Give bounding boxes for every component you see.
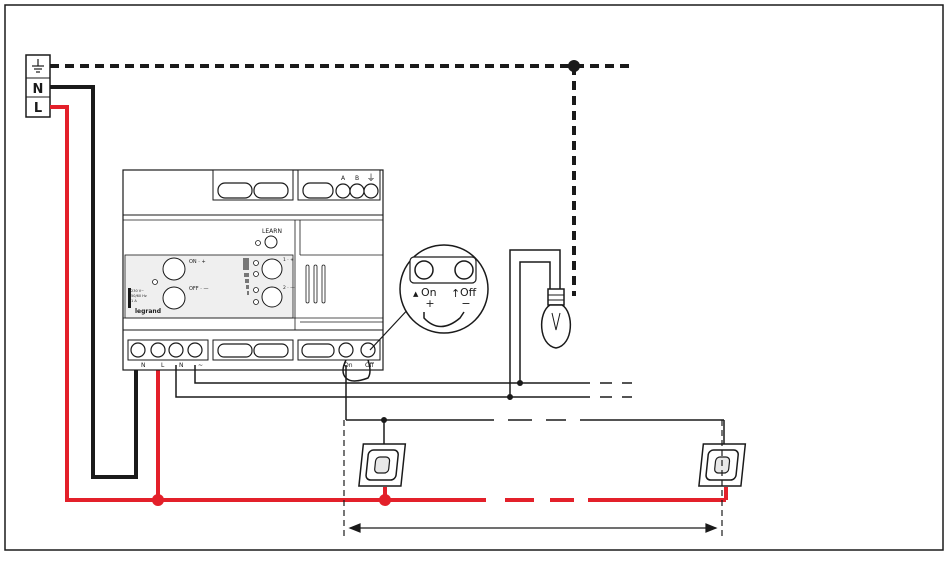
- brand-logo: legrand: [135, 308, 161, 315]
- callout-arrow-on: ▲: [413, 290, 419, 298]
- bottom-label-n1: N: [141, 362, 146, 369]
- bus-terminal-a: [336, 184, 350, 198]
- status-led: [153, 280, 158, 285]
- supply-terminal-block: N L: [26, 55, 50, 117]
- off-button[interactable]: [163, 287, 185, 309]
- callout-terminal-on: [415, 261, 433, 279]
- channel-led-4: [254, 300, 259, 305]
- switch-junction-node: [381, 417, 387, 423]
- terminal-n-out: [169, 343, 183, 357]
- channel-2-button[interactable]: [262, 287, 282, 307]
- channel-led-2: [254, 272, 259, 277]
- channel-1-button[interactable]: [262, 259, 282, 279]
- load-junction-node-1: [507, 394, 513, 400]
- din-module: A B ⏚ LEARN ON · + OFF · — 230 V~ 50/60 …: [123, 170, 383, 370]
- terminal-off: [361, 343, 375, 357]
- channel-led-1: [254, 261, 259, 266]
- on-plus-label: ON · +: [189, 259, 206, 265]
- bottom-label-n2: N: [179, 362, 184, 369]
- terminal-callout: ▲ On ↑ Off + −: [370, 245, 488, 350]
- bus-terminal-b: [350, 184, 364, 198]
- line-terminal-label: L: [34, 101, 42, 116]
- live-junction-node-2: [379, 494, 391, 506]
- channel-led-3: [254, 288, 259, 293]
- callout-arrow-off: ↑: [451, 287, 460, 300]
- spec-line-1: 230 V~: [131, 289, 144, 293]
- terminal-n-in: [131, 343, 145, 357]
- bus-label-b: B: [355, 175, 359, 182]
- terminal-l-in: [151, 343, 165, 357]
- terminal-load-out: [188, 343, 202, 357]
- learn-button[interactable]: [265, 236, 277, 248]
- bus-label-ground: ⏚: [366, 173, 375, 184]
- load-junction-node-2: [517, 380, 523, 386]
- callout-plus-label: +: [425, 297, 434, 310]
- channel-2-label: 2 · —: [283, 285, 295, 291]
- bus-terminal-ground: [364, 184, 378, 198]
- callout-minus-label: −: [461, 297, 470, 310]
- off-minus-label: OFF · —: [189, 286, 208, 292]
- neutral-terminal-label: N: [33, 82, 44, 97]
- learn-led: [256, 241, 261, 246]
- learn-label: LEARN: [262, 228, 282, 235]
- spec-line-2: 50/60 Hz: [131, 294, 147, 298]
- lamp-icon: [542, 289, 571, 348]
- terminal-on: [339, 343, 353, 357]
- push-button-switch-1: [359, 444, 405, 486]
- callout-terminal-off: [455, 261, 473, 279]
- earth-junction-node: [568, 60, 580, 72]
- spec-line-3: 1 A: [131, 299, 137, 303]
- live-junction-node-1: [152, 494, 164, 506]
- bottom-label-load: ~: [198, 362, 203, 369]
- vent-slots: [306, 265, 325, 303]
- channel-1-label: 1 · +: [283, 257, 294, 263]
- on-button[interactable]: [163, 258, 185, 280]
